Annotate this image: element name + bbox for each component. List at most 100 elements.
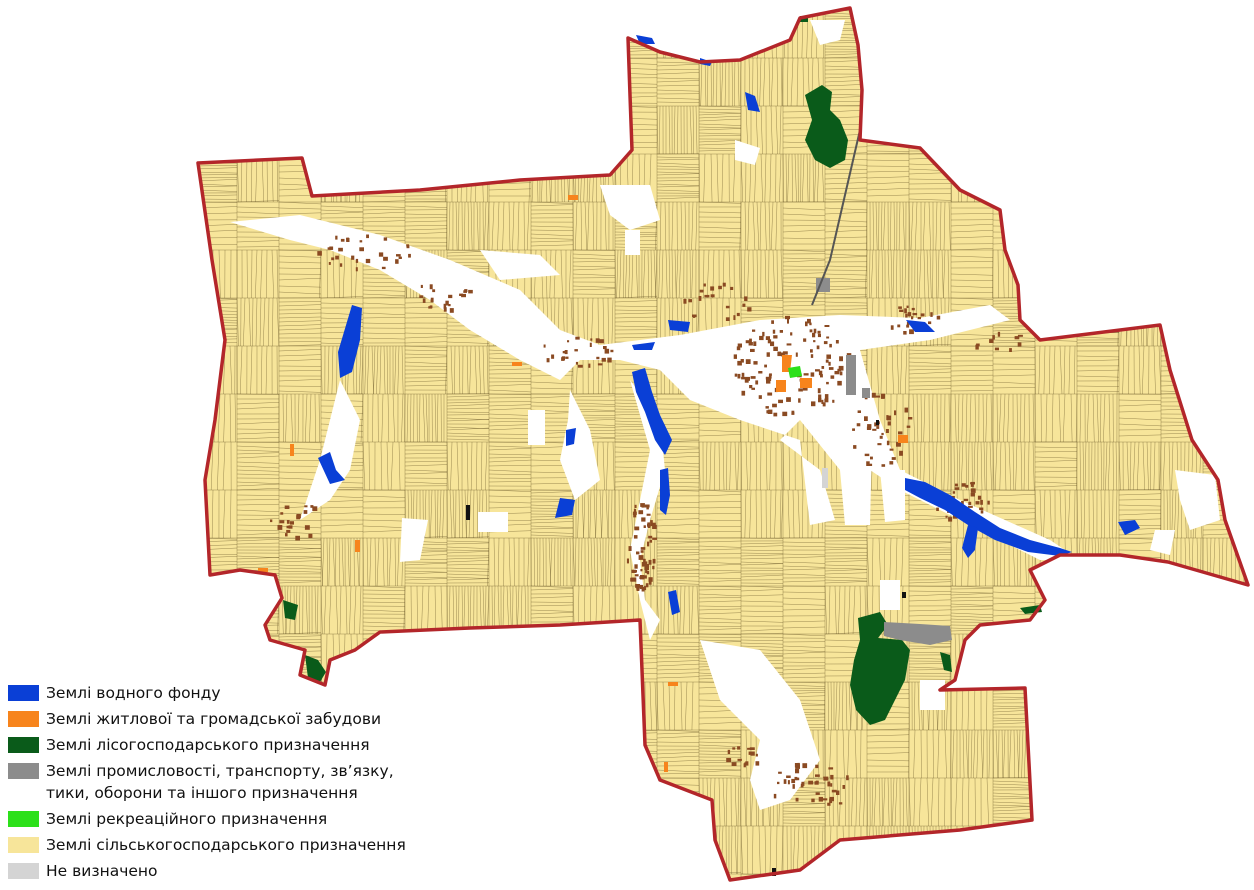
- industrial-patch: [862, 388, 870, 398]
- building: [886, 415, 892, 421]
- building: [270, 519, 273, 523]
- building: [967, 505, 973, 508]
- building: [1017, 334, 1023, 337]
- building: [877, 443, 882, 446]
- legend-label: Землі сільськогосподарського призначення: [46, 836, 406, 854]
- building: [975, 501, 980, 505]
- building: [561, 356, 565, 361]
- building: [641, 586, 645, 592]
- building: [977, 495, 982, 500]
- community-boundary: [196, 6, 1250, 882]
- building: [745, 359, 751, 364]
- building: [634, 504, 637, 508]
- building: [765, 376, 771, 380]
- legend-swatch-recreation: [8, 811, 39, 827]
- building: [786, 397, 791, 402]
- building: [638, 510, 644, 515]
- building: [335, 235, 338, 240]
- railway: [811, 129, 861, 306]
- building: [810, 349, 813, 353]
- building: [805, 321, 808, 327]
- forest-patch: [850, 612, 910, 725]
- building: [886, 440, 890, 446]
- building: [856, 423, 861, 427]
- building: [641, 562, 647, 567]
- building: [646, 507, 649, 510]
- building: [807, 318, 811, 324]
- building: [891, 457, 896, 460]
- building: [636, 586, 640, 591]
- building: [461, 293, 466, 298]
- building: [876, 426, 880, 429]
- building: [772, 329, 776, 334]
- building: [817, 330, 821, 334]
- building: [815, 764, 819, 769]
- building: [818, 398, 822, 403]
- building: [641, 504, 645, 508]
- building: [782, 351, 788, 355]
- residential-areas: [258, 195, 908, 772]
- building: [632, 511, 637, 515]
- residential-patch: [668, 682, 678, 686]
- building: [408, 253, 411, 258]
- water-body: [632, 342, 655, 350]
- building: [543, 344, 546, 348]
- building: [846, 775, 849, 781]
- legend-label: Землі житлової та громадської забудови: [46, 710, 382, 728]
- legend-swatch-agriculture: [8, 837, 39, 853]
- building: [898, 431, 903, 435]
- building: [355, 258, 359, 263]
- residential-patch: [355, 540, 360, 552]
- building: [590, 338, 593, 341]
- building: [767, 392, 773, 396]
- building: [778, 399, 783, 404]
- building: [903, 331, 907, 335]
- building: [879, 435, 883, 439]
- building: [744, 296, 748, 301]
- building: [745, 761, 749, 766]
- building: [778, 771, 782, 774]
- unparcelled-area: [478, 512, 508, 532]
- building: [802, 763, 808, 769]
- building: [773, 793, 777, 799]
- building: [640, 575, 645, 580]
- building: [747, 747, 751, 750]
- building: [588, 363, 591, 368]
- building: [798, 388, 803, 392]
- building: [881, 464, 886, 467]
- building: [812, 332, 816, 338]
- building: [643, 525, 646, 528]
- building: [808, 780, 814, 785]
- building: [839, 356, 843, 362]
- building: [443, 303, 447, 309]
- legend-item-water: Землі водного фонду: [8, 682, 448, 704]
- building: [797, 762, 800, 767]
- building: [648, 559, 652, 565]
- building: [741, 376, 746, 380]
- building: [683, 298, 687, 304]
- building: [835, 340, 839, 344]
- undefined-areas: [822, 468, 828, 488]
- building: [839, 371, 843, 376]
- building: [880, 394, 885, 399]
- building: [890, 325, 894, 330]
- building: [904, 407, 909, 413]
- forest-areas: [283, 16, 1042, 725]
- recreation-areas: [788, 366, 802, 378]
- building: [889, 461, 894, 465]
- building: [898, 306, 902, 309]
- community-territory: [196, 6, 1250, 882]
- legend-label: Землі рекреаційного призначення: [46, 810, 328, 828]
- building: [603, 346, 607, 350]
- building: [827, 781, 831, 787]
- building: [831, 789, 837, 793]
- building: [989, 339, 994, 343]
- legend-swatch-forest: [8, 737, 39, 753]
- unparcelled-areas: [230, 20, 1220, 810]
- building: [633, 513, 637, 518]
- building: [396, 254, 401, 257]
- legend-item-undefined: Не визначено: [8, 860, 448, 882]
- building: [786, 343, 792, 346]
- water-body: [668, 590, 680, 615]
- building: [909, 329, 914, 335]
